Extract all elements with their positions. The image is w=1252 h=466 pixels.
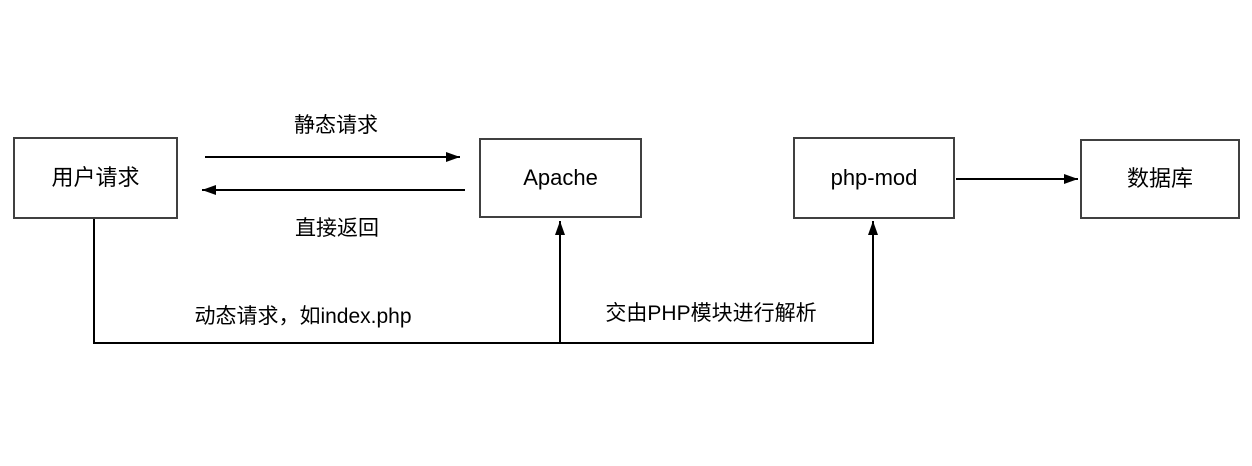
- edge-label-dynamic-request: 动态请求，如index.php: [194, 305, 412, 328]
- node-database-label: 数据库: [1126, 166, 1193, 191]
- node-apache-label: Apache: [523, 165, 598, 190]
- node-php-mod-label: php-mod: [830, 165, 918, 190]
- node-user-request: 用户请求: [13, 137, 178, 219]
- edge-label-php-parse: 交由PHP模块进行解析: [605, 302, 817, 325]
- node-apache: Apache: [479, 138, 642, 218]
- node-database: 数据库: [1080, 139, 1240, 219]
- edge-php-parse-arrow: [560, 221, 878, 344]
- node-user-request-label: 用户请求: [51, 165, 140, 190]
- edge-label-static-request: 静态请求: [294, 114, 378, 137]
- edge-label-direct-return: 直接返回: [295, 217, 379, 240]
- node-php-mod: php-mod: [793, 137, 955, 219]
- edge-dynamic-request-arrow: [93, 219, 565, 344]
